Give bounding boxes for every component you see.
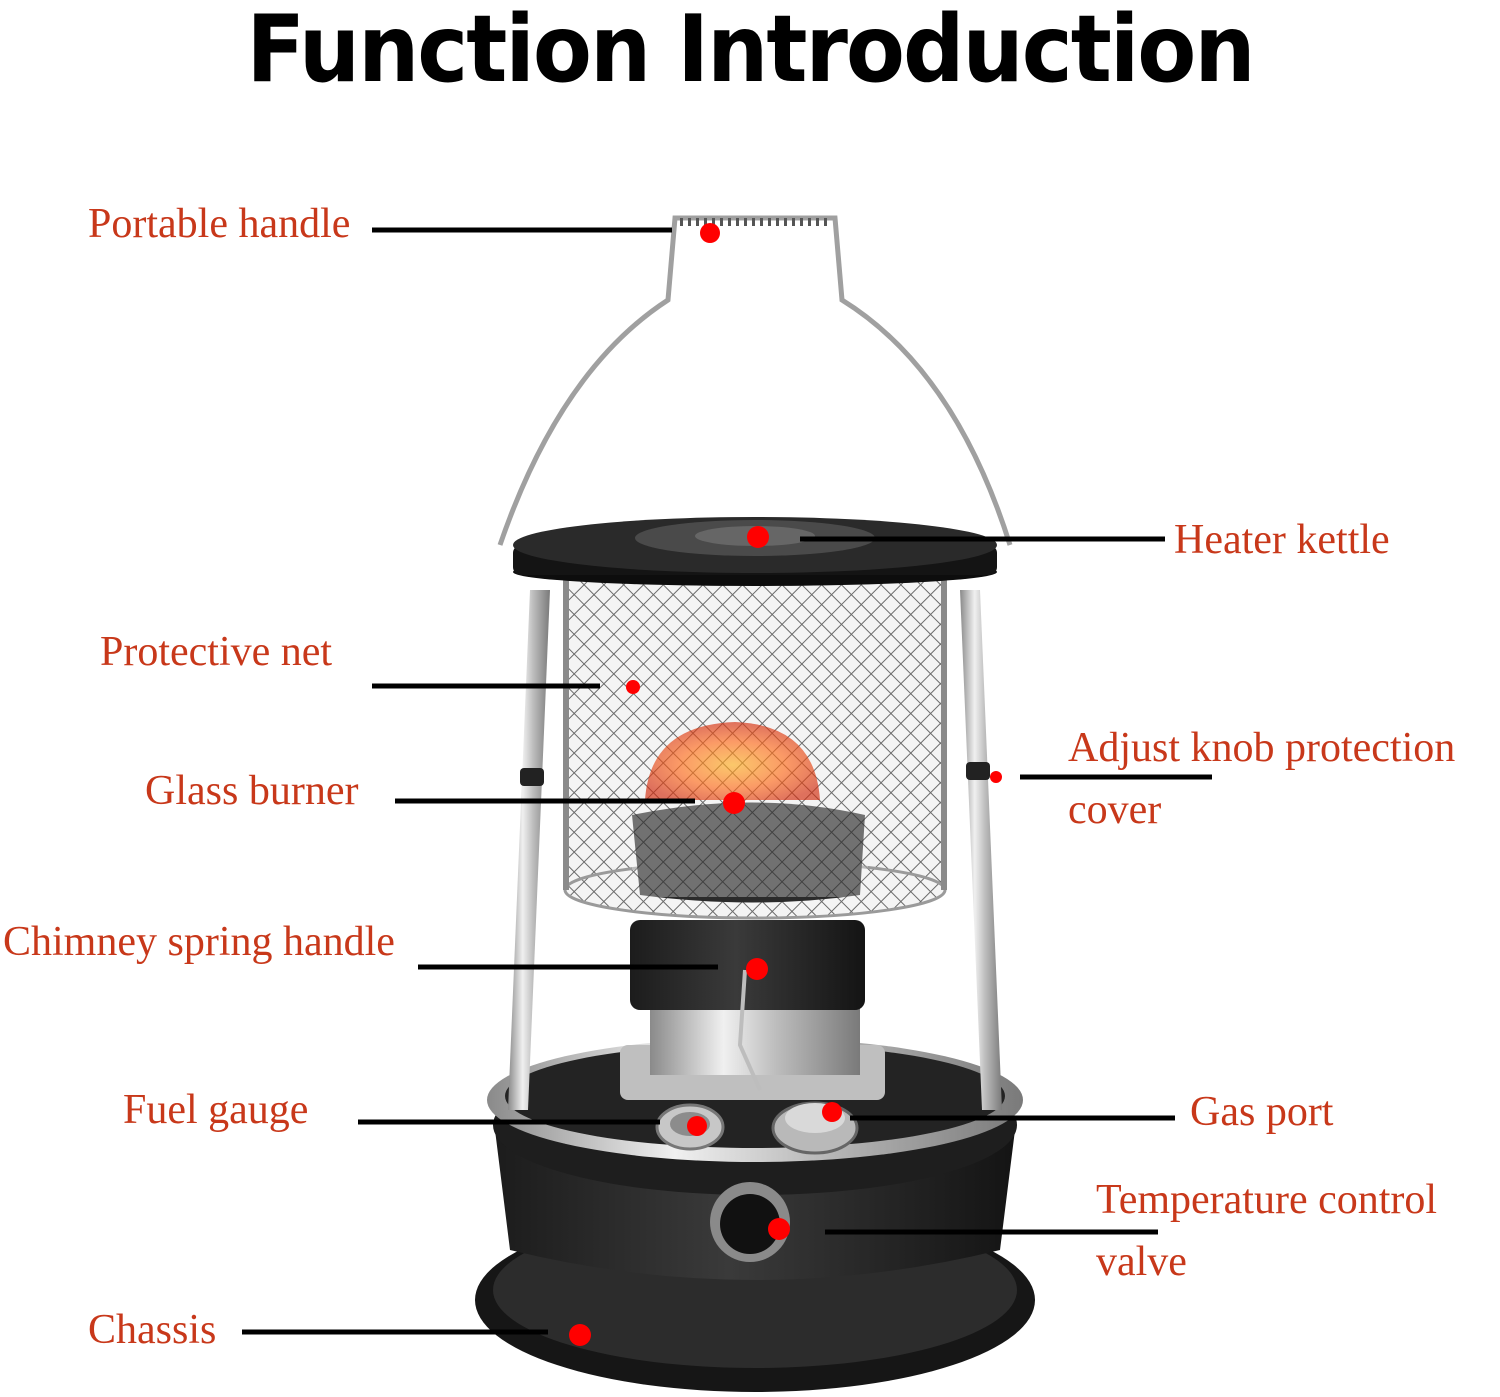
- page-title: Function Introduction: [246, 0, 1255, 104]
- marker-adjust-knob: [990, 771, 1002, 783]
- glass-burner: [632, 722, 868, 903]
- label-chimney-spring-handle: Chimney spring handle: [3, 919, 395, 965]
- label-temperature-valve-line1: Temperature control: [1096, 1177, 1438, 1223]
- marker-chassis: [569, 1324, 591, 1346]
- marker-heater-kettle: [747, 526, 769, 548]
- label-fuel-gauge: Fuel gauge: [123, 1087, 309, 1133]
- support-legs: [508, 590, 1002, 1110]
- markers: [569, 223, 1002, 1346]
- marker-portable-handle: [700, 223, 720, 243]
- temperature-knob: [710, 1182, 790, 1262]
- label-gas-port: Gas port: [1190, 1089, 1334, 1135]
- label-adjust-knob-line1: Adjust knob protection: [1068, 725, 1456, 771]
- label-glass-burner: Glass burner: [145, 768, 359, 814]
- marker-protective-net: [626, 680, 640, 694]
- marker-glass-burner: [723, 792, 745, 814]
- carry-handle: [497, 215, 1013, 546]
- leader-lines: [242, 227, 1212, 1335]
- marker-chimney-spring: [746, 958, 768, 980]
- marker-fuel-gauge: [687, 1116, 707, 1136]
- marker-temperature-valve: [768, 1218, 790, 1240]
- label-adjust-knob-line2: cover: [1068, 787, 1162, 833]
- gas-port-cap: [771, 1101, 859, 1155]
- label-portable-handle: Portable handle: [88, 201, 351, 247]
- marker-gas-port: [822, 1102, 842, 1122]
- chimney: [630, 920, 865, 1091]
- label-temperature-valve-line2: valve: [1096, 1239, 1187, 1285]
- label-heater-kettle: Heater kettle: [1174, 517, 1390, 563]
- label-protective-net: Protective net: [100, 629, 333, 675]
- label-chassis: Chassis: [88, 1307, 217, 1353]
